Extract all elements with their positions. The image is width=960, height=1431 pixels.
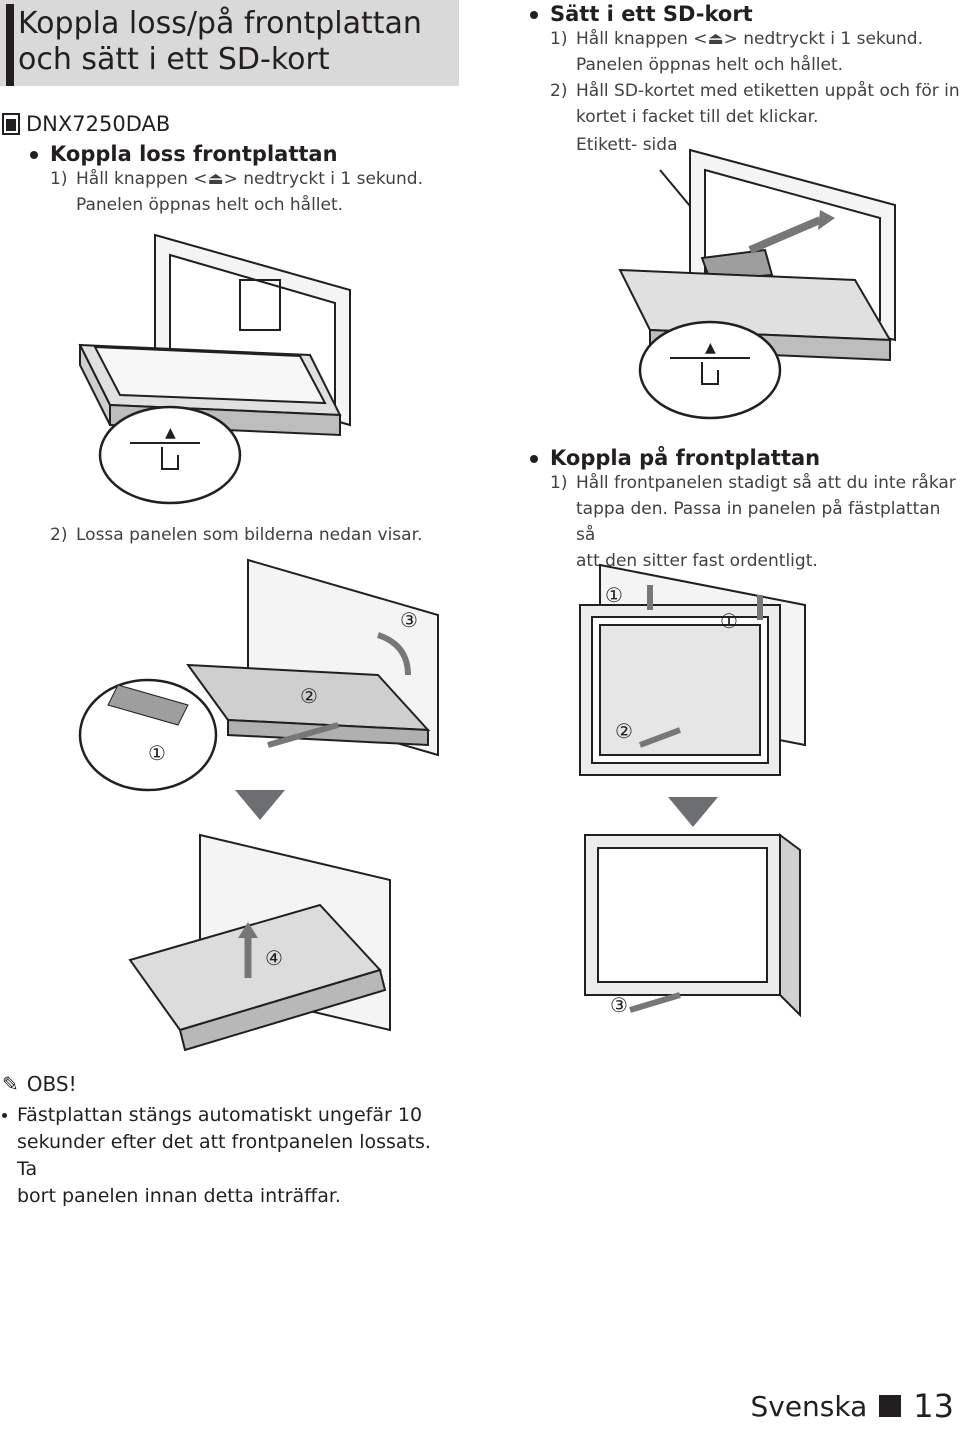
pencil-icon: ✎ [2,1072,19,1096]
eject-icon: ▲ [165,425,176,441]
page-title-line2: och sätt i ett SD-kort [18,42,330,77]
page-number: 13 [913,1387,954,1425]
model-icon [2,113,20,135]
bullet-icon [2,1113,7,1118]
bullet-icon [30,151,38,159]
attach-step1-line2: tappa den. Passa in panelen på fästplatt… [576,499,941,545]
step-text: Lossa panelen som bilderna nedan visar. [76,525,423,545]
bullet-icon [530,455,538,463]
note-line1: Fästplattan stängs automatiskt ungefär 1… [2,1102,432,1129]
sd-card-illustration: ▲ [618,148,896,420]
footer-language: Svenska [750,1389,868,1423]
attach-heading: Koppla på frontplattan [530,446,960,470]
release-panel-illustration: ③ ② ① [78,558,439,792]
sd-step1-line2: Panelen öppnas helt och hållet. [576,55,844,75]
remove-panel-illustration: ④ [128,833,391,1052]
detach-section: Koppla loss frontplattan 1) Håll knappen … [30,142,450,218]
detach-heading: Koppla loss frontplattan [30,142,450,166]
attach-panel-illustration: ① ① ② [579,563,806,776]
callout-3: ③ [610,993,628,1017]
callout-2: ② [615,719,633,743]
step-text: Håll knappen < [576,29,708,49]
step-number: 1) [550,473,568,493]
attach-step1-line3: att den sitter fast ordentligt. [576,551,818,571]
sd-step1: 1) Håll knappen <⏏> nedtryckt i 1 sekund. [530,26,960,52]
label-side-caption: Etikett- sida [576,135,678,155]
attached-panel-illustration: ③ [584,833,801,1018]
sd-section: Sätt i ett SD-kort 1) Håll knappen <⏏> ne… [530,2,960,158]
callout-1: ① [720,609,738,633]
model-name: DNX7250DAB [26,112,171,136]
callout-2: ② [300,684,318,708]
step-text: > nedtryckt i 1 sekund. [223,169,424,189]
note-line3: bort panelen innan detta inträffar. [17,1185,341,1207]
detach-step2: 2) Lossa panelen som bilderna nedan visar… [50,522,422,548]
title-accent-bar [6,4,14,86]
detach-step1-line2: Panelen öppnas helt och hållet. [76,195,344,215]
step-text: Håll SD-kortet med etiketten uppåt och f… [576,81,960,101]
page-footer: Svenska 13 [750,1387,954,1425]
open-panel-illustration: ▲ [78,233,351,505]
callout-1: ① [605,583,623,607]
attach-heading-text: Koppla på frontplattan [550,446,821,470]
model-label: DNX7250DAB [2,112,170,136]
footer-square-icon [879,1395,902,1417]
note-label: OBS! [26,1072,77,1096]
page-title-line1: Koppla loss/på frontplattan [18,6,422,41]
step-text: Håll knappen < [76,169,208,189]
note-text: Fästplattan stängs automatiskt ungefär 1… [17,1104,423,1126]
detach-step1: 1) Håll knappen <⏏> nedtryckt i 1 sekund. [30,166,450,192]
eject-icon: ⏏ [207,169,224,189]
note-heading: ✎ OBS! [2,1072,77,1096]
sd-heading: Sätt i ett SD-kort [530,2,960,26]
step-number: 1) [550,29,568,49]
title-box [0,0,459,86]
step-number: 2) [50,525,68,545]
step-text: > nedtryckt i 1 sekund. [723,29,924,49]
step-number: 2) [550,81,568,101]
down-arrow-icon [235,790,285,820]
sd-heading-text: Sätt i ett SD-kort [550,2,753,26]
sd-step2-line2: kortet i facket till det klickar. [576,107,819,127]
callout-1: ① [148,741,166,765]
page-title: Koppla loss/på frontplattan och sätt i e… [18,6,422,78]
bullet-icon [530,11,538,19]
step-text: Håll frontpanelen stadigt så att du inte… [576,473,956,493]
callout-3: ③ [400,608,418,632]
note-body: Fästplattan stängs automatiskt ungefär 1… [2,1102,432,1210]
callout-4: ④ [265,946,283,970]
sd-step2: 2) Håll SD-kortet med etiketten uppåt och… [530,78,960,104]
attach-section: Koppla på frontplattan 1) Håll frontpanel… [530,446,960,574]
note-line2: sekunder efter det att frontpanelen loss… [17,1131,431,1180]
attach-step1: 1) Håll frontpanelen stadigt så att du in… [530,470,960,496]
eject-icon: ⏏ [707,29,724,49]
detach-heading-text: Koppla loss frontplattan [50,142,338,166]
step-number: 1) [50,169,68,189]
down-arrow-icon [668,797,718,827]
eject-icon: ▲ [705,340,716,356]
